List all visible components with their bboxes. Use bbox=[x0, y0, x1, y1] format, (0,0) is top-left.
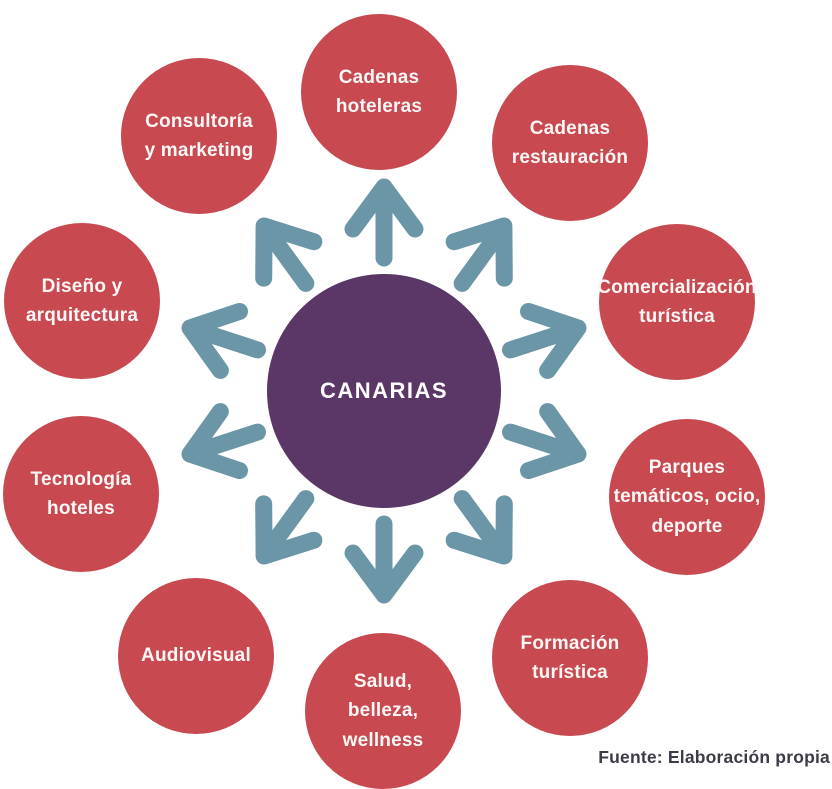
source-note: Fuente: Elaboración propia bbox=[598, 747, 830, 767]
arrow-up-icon bbox=[344, 178, 424, 267]
center-node-canarias: CANARIAS bbox=[267, 274, 501, 508]
arrow-left-down-icon bbox=[181, 403, 267, 480]
node-diseno-arquitectura: Diseño y arquitectura bbox=[4, 223, 160, 379]
node-salud-belleza-wellness: Salud, belleza, wellness bbox=[305, 633, 461, 789]
node-tecnologia-hoteles: Tecnología hoteles bbox=[3, 416, 159, 572]
arrow-left-up-icon bbox=[181, 302, 267, 379]
arrow-upper-left-icon bbox=[255, 217, 323, 292]
node-cadenas-hoteleras: Cadenas hoteleras bbox=[301, 14, 457, 170]
arrow-lower-right-icon bbox=[445, 490, 513, 565]
arrow-right-down-icon bbox=[501, 403, 587, 480]
node-audiovisual: Audiovisual bbox=[118, 578, 274, 734]
node-consultoria-marketing: Consultoría y marketing bbox=[121, 58, 277, 214]
node-parques-tematicos: Parques temáticos, ocio, deporte bbox=[609, 419, 765, 575]
arrow-right-up-icon bbox=[501, 302, 587, 379]
arrow-lower-left-icon bbox=[255, 490, 323, 565]
node-cadenas-restauracion: Cadenas restauración bbox=[492, 65, 648, 221]
arrow-upper-right-icon bbox=[445, 217, 513, 292]
arrow-down-icon bbox=[344, 515, 424, 604]
node-comercializacion-turistica: Comercialización turística bbox=[597, 224, 757, 380]
node-formacion-turistica: Formación turística bbox=[492, 580, 648, 736]
